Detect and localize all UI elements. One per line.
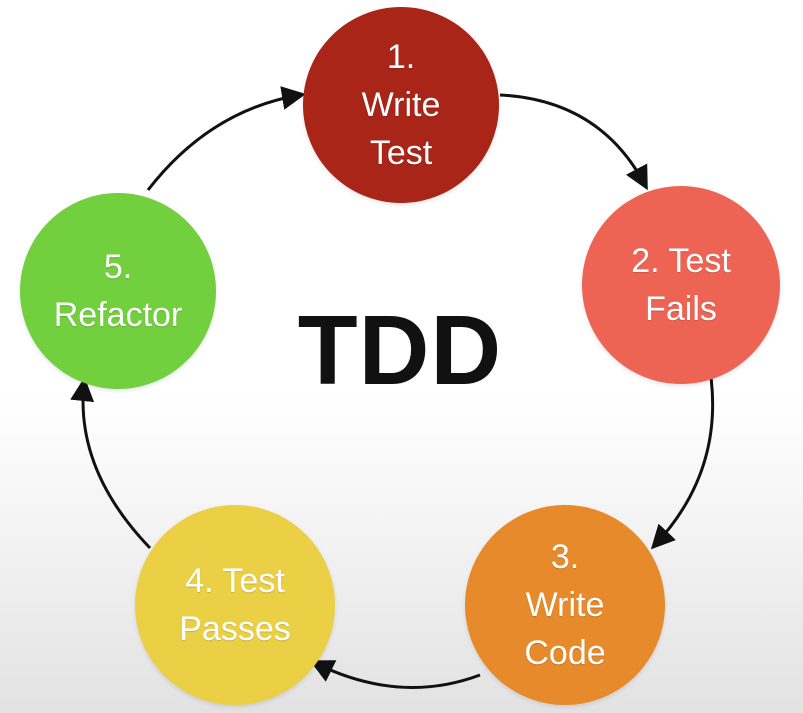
step-5-label: 5. Refactor: [53, 248, 183, 334]
arrow-step5-to-step1: [146, 86, 306, 191]
step-1-write-test-node: 1. Write Test: [303, 7, 499, 203]
step-2-label: 2. Test Fails: [631, 242, 731, 328]
step-4-test-passes-node: 4. Test Passes: [135, 505, 335, 705]
arrow-step4-to-step5: [70, 377, 152, 550]
step-3-label: 3. Write Code: [524, 538, 606, 672]
arrow-step3-to-step4: [309, 660, 481, 689]
diagram-title: TDD: [297, 294, 503, 405]
step-3-write-code-node: 3. Write Code: [465, 505, 665, 705]
step-5-refactor-node: 5. Refactor: [20, 193, 216, 389]
arrow-step1-to-step2: [499, 93, 648, 191]
arrow-step2-to-step3: [650, 369, 715, 550]
step-1-label: 1. Write Test: [361, 38, 441, 172]
step-4-label: 4. Test Passes: [179, 562, 291, 648]
step-2-test-fails-node: 2. Test Fails: [582, 186, 780, 384]
